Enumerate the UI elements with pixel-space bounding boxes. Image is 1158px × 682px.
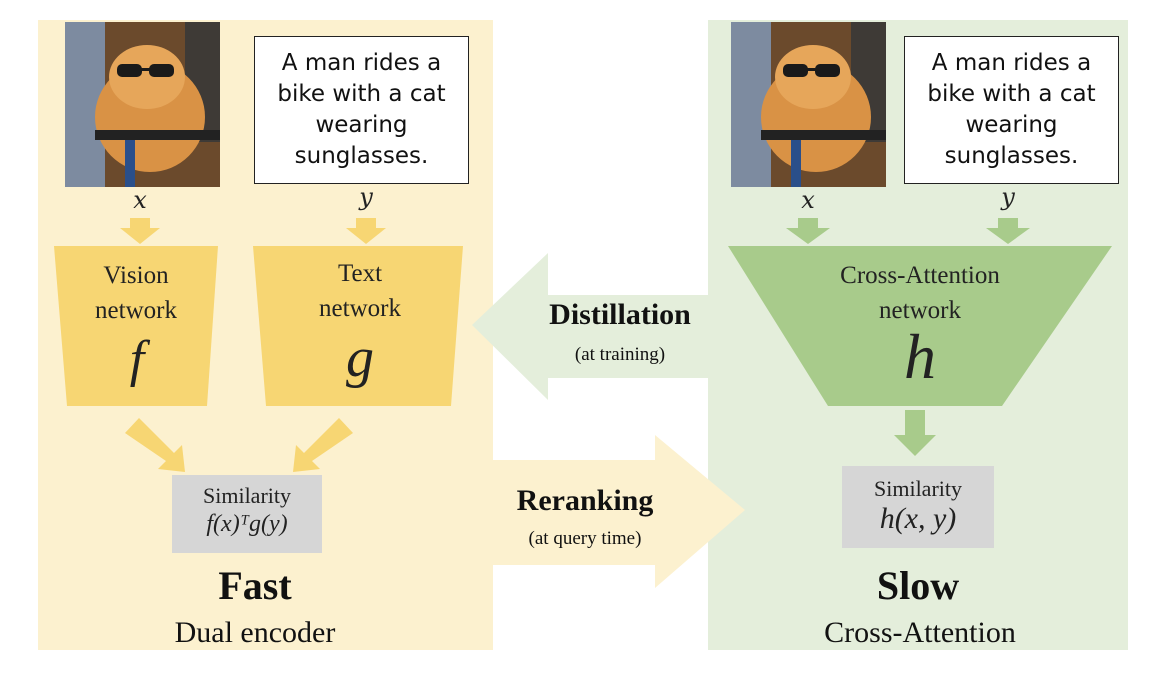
cat-photo-fast xyxy=(65,22,220,187)
distillation-sub: (at training) xyxy=(574,344,666,365)
fast-text-to-sim-arrow xyxy=(293,418,353,472)
cross-attention-network-func: h xyxy=(904,321,936,392)
similarity-formula-fast: f(x)ᵀg(y) xyxy=(206,511,288,537)
text-network-func: g xyxy=(346,327,374,389)
caption-box-slow: A man rides a bike with a cat wearing su… xyxy=(904,36,1119,184)
text-network-shape xyxy=(253,246,463,406)
caption-text-slow: A man rides a bike with a cat wearing su… xyxy=(927,50,1096,169)
similarity-label-fast: Similarity xyxy=(203,483,291,508)
reranking-label: Reranking xyxy=(516,484,654,517)
text-var-y-fast: y xyxy=(359,183,373,211)
text-var-y-slow: y xyxy=(1001,183,1015,211)
similarity-formula-slow: h(x, y) xyxy=(879,502,957,535)
vision-network-shape xyxy=(54,246,218,406)
reranking-arrow xyxy=(492,435,745,588)
image-var-x-fast: x xyxy=(133,186,147,214)
caption-text-fast: A man rides a bike with a cat wearing su… xyxy=(277,50,446,169)
cross-attention-network-shape xyxy=(728,246,1112,406)
fast-y-arrow xyxy=(346,218,386,244)
vision-network-func: f xyxy=(129,331,145,388)
slow-y-arrow xyxy=(986,218,1030,244)
vision-network-label: Vision network xyxy=(95,262,177,324)
slow-title: Slow xyxy=(876,563,960,608)
fast-vision-to-sim-arrow xyxy=(125,418,185,472)
fast-x-arrow xyxy=(120,218,160,244)
similarity-label-slow: Similarity xyxy=(874,476,962,501)
cross-attention-network-label: Cross-Attention network xyxy=(840,262,1000,324)
reranking-sub: (at query time) xyxy=(528,528,642,549)
fast-subtitle: Dual encoder xyxy=(174,616,336,649)
text-network-label: Text network xyxy=(319,260,401,322)
fast-title: Fast xyxy=(218,563,292,608)
similarity-box-fast: Similarity f(x)ᵀg(y) xyxy=(172,475,322,553)
slow-to-sim-arrow xyxy=(894,410,936,456)
slow-x-arrow xyxy=(786,218,830,244)
distillation-label: Distillation xyxy=(549,298,691,331)
distillation-arrow xyxy=(472,253,712,400)
similarity-box-slow: Similarity h(x, y) xyxy=(842,466,994,548)
slow-subtitle: Cross-Attention xyxy=(824,616,1016,649)
image-var-x-slow: x xyxy=(801,186,815,214)
cat-photo-slow xyxy=(731,22,886,187)
caption-box-fast: A man rides a bike with a cat wearing su… xyxy=(254,36,469,184)
